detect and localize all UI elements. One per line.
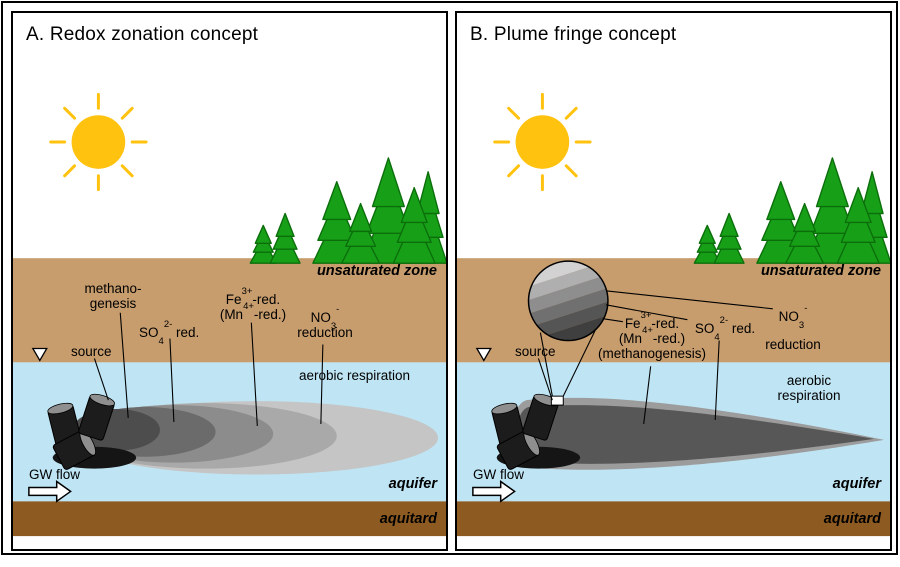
label-gw-flow: GW flow xyxy=(473,467,525,482)
aquitard-band xyxy=(457,501,890,537)
leader-lines xyxy=(93,312,324,426)
gw-flow-arrow-icon xyxy=(28,480,72,503)
label-aquifer: aquifer xyxy=(832,476,881,492)
aquitard-band xyxy=(13,501,446,537)
label-unsaturated-zone: unsaturated zone xyxy=(760,263,881,279)
sun-icon xyxy=(49,92,148,192)
label-no3-reduction: reduction xyxy=(765,337,821,352)
label-so4-reduction: SO42- red. xyxy=(139,318,200,347)
fringe-plume xyxy=(511,397,885,470)
label-aquitard: aquitard xyxy=(823,511,881,527)
label-fe-mn-reduction: Fe3+-red. (Mn4+-red.) xyxy=(219,285,287,322)
label-source: source xyxy=(515,344,556,359)
gw-flow-arrow-icon xyxy=(472,480,516,503)
panel-b-title: B. Plume fringe concept xyxy=(470,24,677,45)
label-methanogenesis: methano- genesis xyxy=(84,281,142,311)
label-so4-reduction: SO42- red. xyxy=(694,314,756,343)
leader-lines xyxy=(537,290,773,424)
label-aquitard: aquitard xyxy=(379,511,437,527)
panel-plume-fringe: B. Plume fringe concept Fe3+-red. (Mn4+-… xyxy=(455,11,892,551)
label-unsaturated-zone: unsaturated zone xyxy=(316,263,437,279)
redox-plume-zones xyxy=(72,401,439,475)
label-fe-mn-methanogenesis: Fe3+-red. (Mn4+-red.) (methanogenesis) xyxy=(597,309,707,361)
label-no3-reduction: NO3- reduction xyxy=(297,303,353,340)
panel-b-art xyxy=(457,92,890,537)
figure-frame: A. Redox zonation concept methano- genes… xyxy=(1,1,898,555)
label-aerobic-respiration: aerobic respiration xyxy=(299,368,411,383)
forest xyxy=(249,157,446,264)
label-no3: NO3- xyxy=(778,302,808,331)
label-aerobic-respiration: aerobic respiration xyxy=(777,373,841,403)
zoom-source-box xyxy=(550,395,564,406)
water-table-icon xyxy=(31,347,48,362)
panel-a-title: A. Redox zonation concept xyxy=(26,24,259,45)
water-table-icon xyxy=(475,347,492,362)
sun-icon xyxy=(493,92,592,192)
label-gw-flow: GW flow xyxy=(29,467,81,482)
label-aquifer: aquifer xyxy=(388,476,437,492)
panel-redox-zonation: A. Redox zonation concept methano- genes… xyxy=(11,11,448,551)
forest xyxy=(693,157,890,264)
label-source: source xyxy=(71,344,112,359)
unsaturated-zone-band xyxy=(13,258,446,363)
zoom-cone-lines xyxy=(539,328,597,397)
panel-a-art xyxy=(13,92,446,537)
